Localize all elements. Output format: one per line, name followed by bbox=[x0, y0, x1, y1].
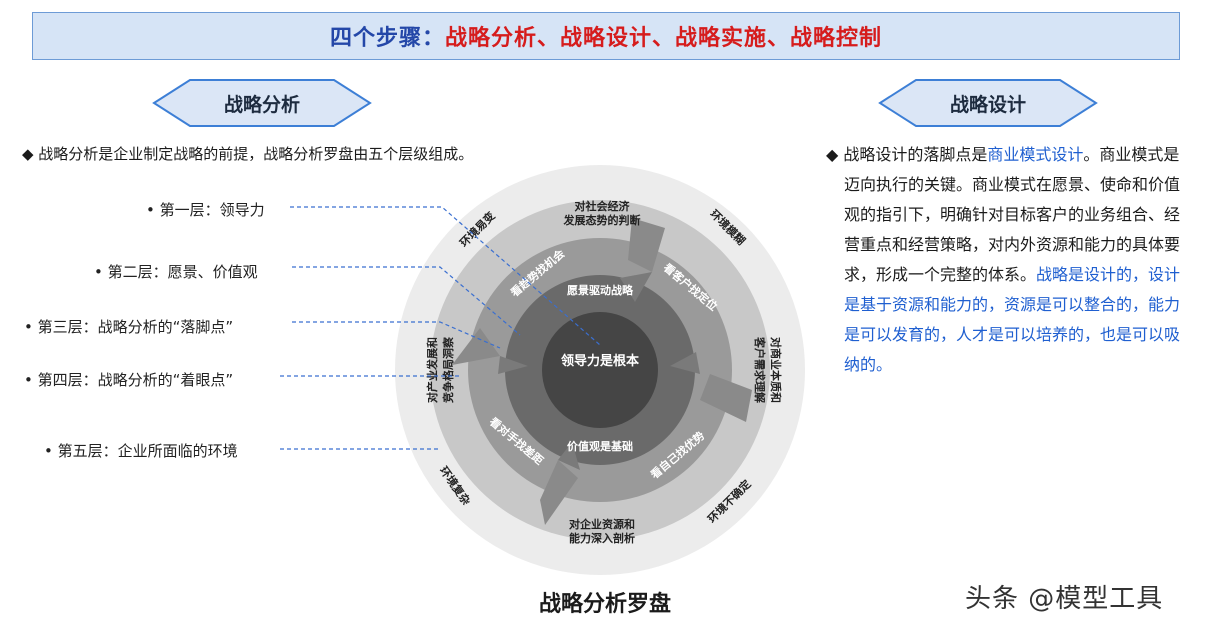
arrow-shape bbox=[558, 442, 580, 470]
values-label: 价值观是基础 bbox=[567, 439, 633, 453]
vision-label: 愿景驱动战略 bbox=[567, 283, 634, 297]
ring4-bottom-line2: 能力深入剖析 bbox=[569, 531, 635, 545]
design-text-2: 。商业模式是迈向执行的关键。商业模式在愿景、使命和价值观的指引下，明确针对目标客… bbox=[844, 145, 1181, 284]
arrow-shape bbox=[700, 374, 752, 422]
right-section-header: 战略设计 bbox=[878, 78, 1098, 128]
left-section-header: 战略分析 bbox=[152, 78, 372, 128]
design-text-highlight: 商业模式设计 bbox=[987, 145, 1084, 164]
title-banner: 四个步骤： 战略分析、战略设计、战略实施、战略控制 bbox=[32, 12, 1180, 60]
ring4-bottom-line1: 对企业资源和 bbox=[569, 517, 635, 531]
layer-item: • 第三层：战略分析的“落脚点” bbox=[24, 318, 234, 336]
layer-item: • 第一层：领导力 bbox=[146, 201, 265, 219]
arrow-shape bbox=[498, 356, 528, 374]
hexagon-shape bbox=[878, 79, 1098, 127]
ring4-left-line2: 竞争格局洞察 bbox=[441, 336, 455, 403]
core-leadership bbox=[542, 312, 658, 428]
connector-line bbox=[290, 206, 601, 346]
connector-line bbox=[292, 266, 521, 336]
hexagon-shape bbox=[152, 79, 372, 127]
wheel-caption: 战略分析罗盘 bbox=[538, 592, 671, 617]
strategy-compass-wheel: 领导力是根本 愿景驱动战略 价值观是基础 看趋势找机会 看客户找定位 看自己找优… bbox=[395, 165, 805, 575]
banner-steps: 战略分析、战略设计、战略实施、战略控制 bbox=[445, 26, 883, 51]
ring4-top-line1: 对社会经济 bbox=[575, 199, 631, 213]
ring4-right-line2: 客户需求理解 bbox=[753, 336, 767, 403]
arrow-shape bbox=[620, 272, 652, 302]
design-text-3: 战略是设计的，设计是基于资源和能力的，资源是可以整合的，能力是可以发育的，人才是… bbox=[844, 265, 1181, 374]
ring4-right-line1: 对商业本质和 bbox=[769, 337, 783, 403]
arrow-shape bbox=[452, 328, 500, 365]
left-header-text: 战略分析 bbox=[223, 93, 300, 116]
ring4-top-line2: 发展态势的判断 bbox=[563, 213, 641, 227]
connector-line bbox=[292, 321, 501, 349]
arrow-shape bbox=[670, 352, 700, 374]
watermark: 头条 @模型工具 bbox=[965, 584, 1164, 614]
layer-item: • 第二层：愿景、价值观 bbox=[94, 263, 258, 281]
ring4-left-line1: 对产业发展和 bbox=[425, 337, 439, 403]
arrow-shape bbox=[628, 218, 665, 272]
center-label: 领导力是根本 bbox=[561, 353, 639, 369]
intro-text: ◆ 战略分析是企业制定战略的前提，战略分析罗盘由五个层级组成。 bbox=[22, 145, 474, 163]
layer-item: • 第四层：战略分析的“着眼点” bbox=[24, 371, 234, 389]
strategy-design-text: ◆ 战略设计的落脚点是商业模式设计。商业模式是迈向执行的关键。商业模式在愿景、使… bbox=[826, 140, 1184, 380]
banner-prefix: 四个步骤： bbox=[329, 26, 445, 51]
design-text-1: ◆ 战略设计的落脚点是 bbox=[826, 145, 988, 164]
right-header-text: 战略设计 bbox=[949, 93, 1026, 116]
layer-item: • 第五层：企业所面临的环境 bbox=[44, 442, 238, 460]
arrow-shape bbox=[540, 460, 578, 525]
